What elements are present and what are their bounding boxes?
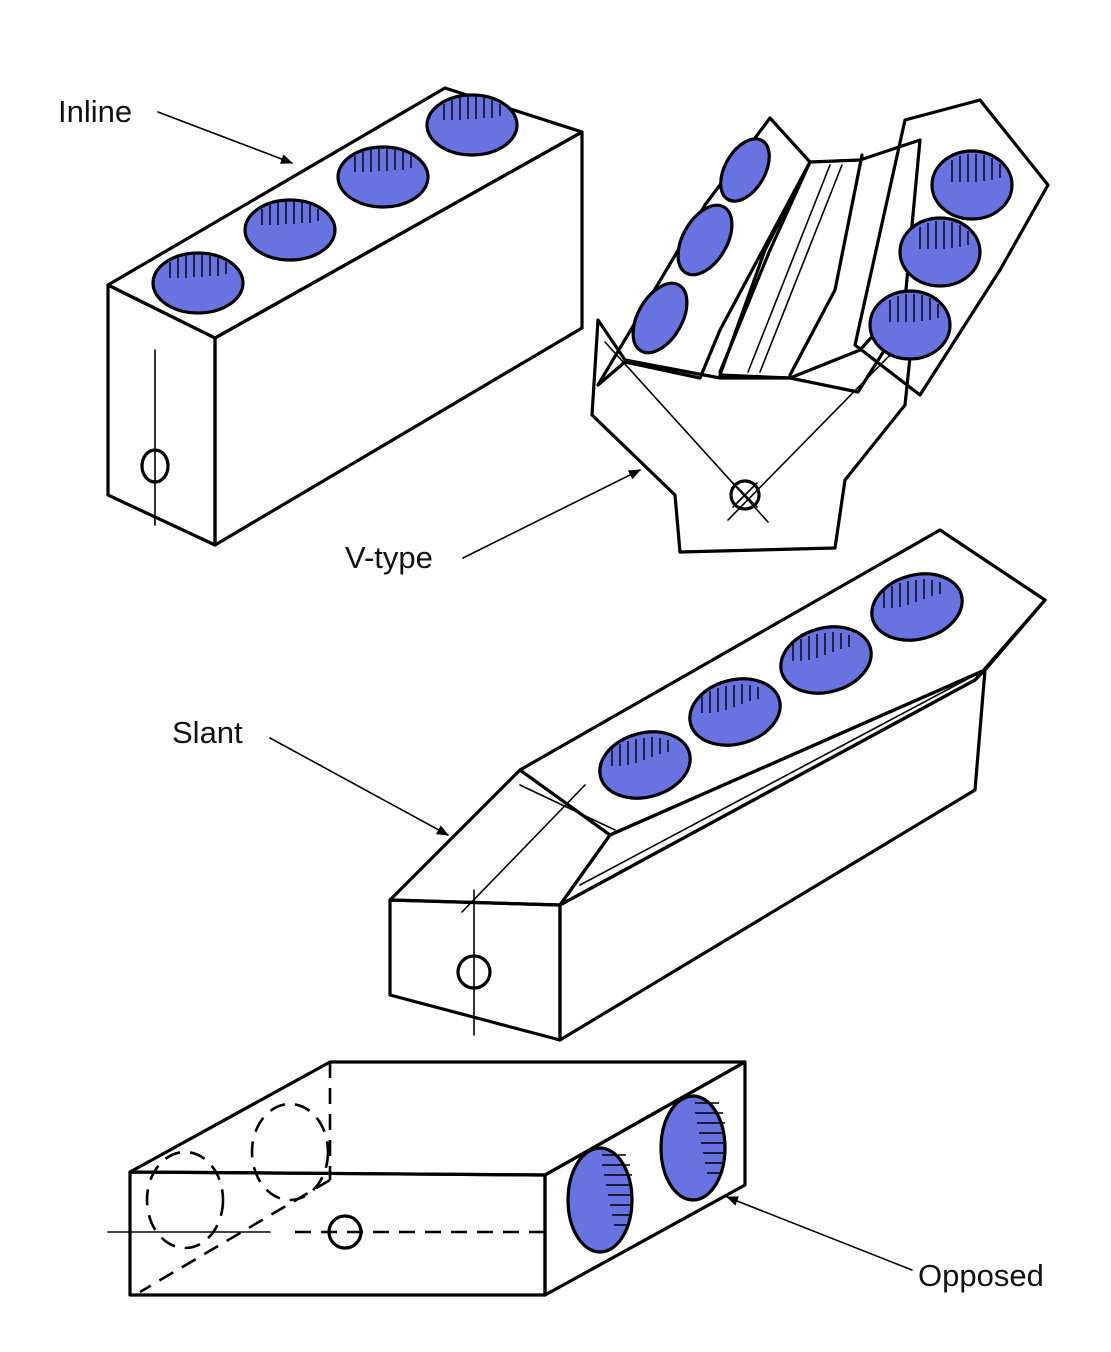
vtype-valley <box>718 138 922 380</box>
opposed-engine-block <box>107 1060 747 1297</box>
opposed-top-face <box>128 1060 747 1177</box>
label-opposed: Opposed <box>918 1258 1044 1293</box>
slant-top-face <box>518 528 1047 837</box>
cylinder-bore <box>425 93 519 157</box>
leader-inline <box>157 111 293 164</box>
inline-cylinder-bores <box>151 93 519 315</box>
vtype-right-bank <box>853 98 1050 397</box>
inline-crankshaft-circle <box>140 448 170 484</box>
slant-front-face <box>388 898 562 1042</box>
opposed-crankshaft-circle <box>327 1214 363 1250</box>
slant-crankshaft-circle <box>456 954 492 990</box>
inline-side-face <box>213 130 584 547</box>
vtype-front-face <box>590 298 918 554</box>
vtype-left-bank <box>596 116 812 387</box>
slant-left-face <box>388 768 612 907</box>
cylinder-bore <box>688 677 782 747</box>
cylinder-bore <box>243 198 337 262</box>
vtype-crankshaft-circle <box>729 479 761 511</box>
vtype-left-bores <box>631 137 771 355</box>
vtype-engine-block <box>590 98 1050 554</box>
cylinder-bore <box>870 572 964 642</box>
cylinder-bore <box>659 1094 727 1202</box>
cylinder-bore <box>898 216 982 288</box>
opposed-front-face <box>128 1170 547 1297</box>
label-vtype: V-type <box>345 540 433 575</box>
leader-opposed <box>726 1196 913 1271</box>
leader-slant <box>269 737 449 836</box>
inline-engine-block <box>106 86 584 547</box>
cylinder-bore <box>930 149 1014 221</box>
cylinder-bore <box>676 203 734 277</box>
cylinder-bore <box>566 1146 634 1254</box>
inline-front-face <box>106 283 217 547</box>
cylinder-bore <box>151 251 245 315</box>
cylinder-bore <box>719 137 771 203</box>
slant-engine-block <box>388 528 1047 1042</box>
slant-bores <box>598 572 964 800</box>
cylinder-bore <box>598 730 692 800</box>
label-inline: Inline <box>58 94 132 129</box>
callouts: Inline V-type Slant Opposed <box>58 94 1044 1293</box>
cylinder-bore <box>336 145 430 209</box>
leader-vtype <box>462 469 641 559</box>
cylinder-bore <box>631 281 689 355</box>
label-slant: Slant <box>172 715 243 750</box>
cylinder-bore <box>779 625 873 695</box>
opposed-bores <box>566 1094 727 1254</box>
cylinder-bore <box>868 289 952 361</box>
inline-bore-hatching <box>169 97 501 278</box>
